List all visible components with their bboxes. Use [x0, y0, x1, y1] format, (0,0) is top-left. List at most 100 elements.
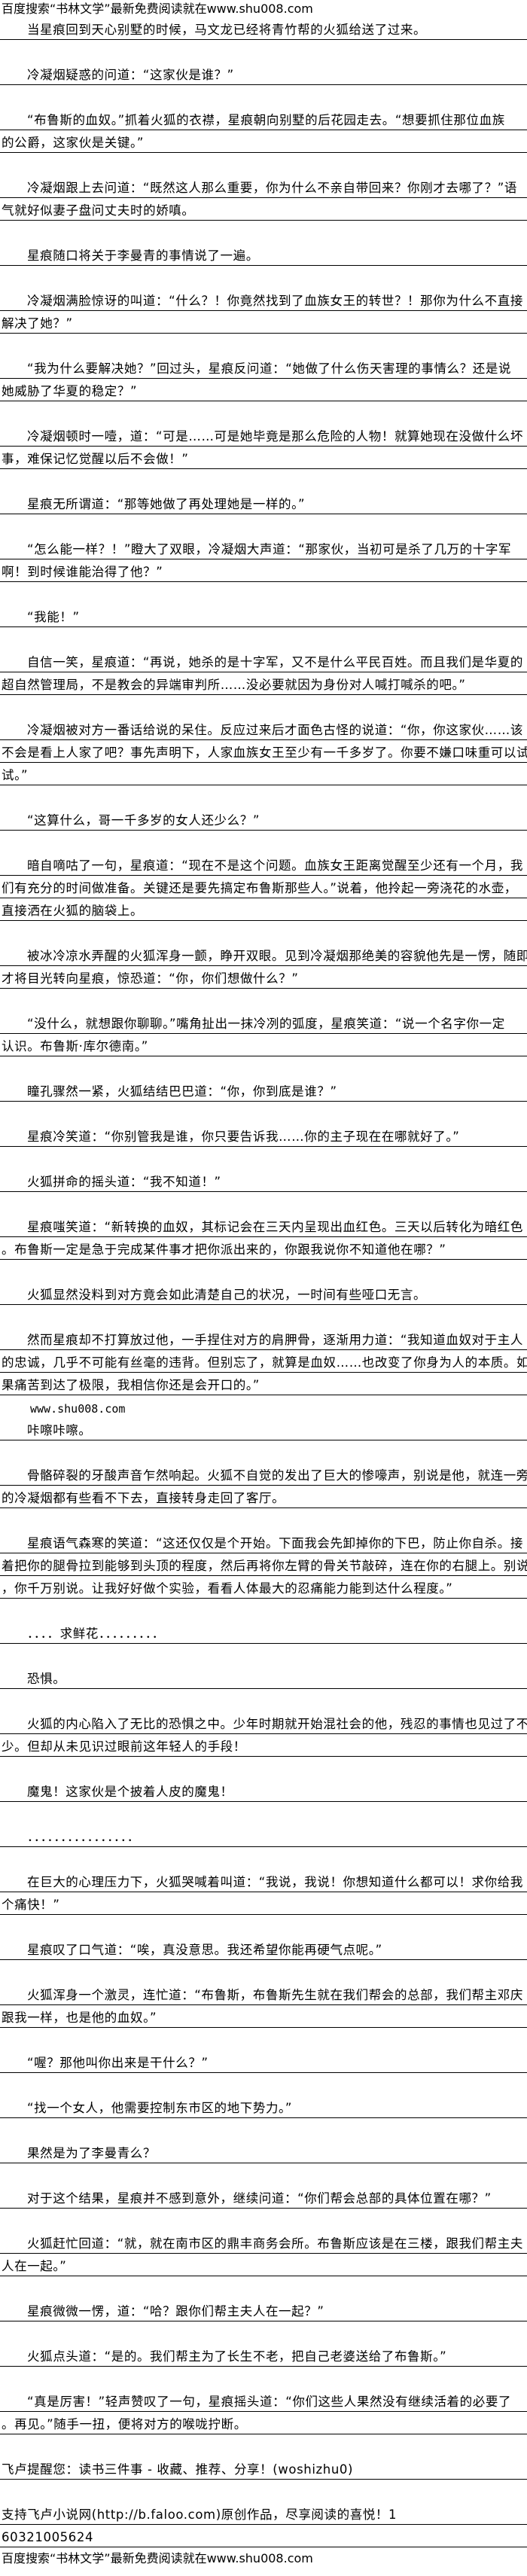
- paragraph-line: 火狐浑身一个激灵，连忙道：“布鲁斯，布鲁斯先生就在我们帮会的总部，我们帮主邓庆: [0, 1983, 527, 2005]
- paragraph-line: ，你千万别说。让我好好做个实验，看看人体最大的忍痛能力能到达什么程度。”: [0, 1576, 527, 1599]
- paragraph-line: 火狐赶忙回道：“就，就在南市区的鼎丰商务会所。布鲁斯应该是在三楼，跟我们帮主夫: [0, 2231, 527, 2254]
- paragraph-line: 咔嚓咔嚓。: [0, 1418, 527, 1440]
- paragraph-line: 支持飞卢小说网(http://b.faloo.com)原创作品，尽享阅读的喜悦！…: [0, 2502, 527, 2525]
- paragraph: 当星痕回到天心别墅的时候，马文龙已经将青竹帮的火狐给送了过来。: [0, 17, 527, 40]
- paragraph: 暗自嘀咕了一句，星痕道：“现在不是这个问题。血族女王距离觉醒至少还有一个月，我们…: [0, 853, 527, 921]
- paragraph-line: “找一个女人，他需要控制东市区的地下势力。”: [0, 2096, 527, 2118]
- paragraph: 星痕嗤笑道：“新转换的血奴，其标记会在三天内呈现出血红色。三天以后转化为暗红色。…: [0, 1215, 527, 1260]
- paragraph: 星痕无所谓道：“那等她做了再处理她是一样的。”: [0, 492, 527, 514]
- paragraph-line: 瞳孔骤然一紧，火狐结结巴巴道：“你，你到底是谁？”: [0, 1079, 527, 1102]
- paragraph-line: 在巨大的心理压力下，火狐哭喊着叫道：“我说，我说！你想知道什么都可以！求你给我: [0, 1870, 527, 1892]
- paragraph-line: “没什么，就想跟你聊聊。”嘴角扯出一抹冷冽的弧度，星痕笑道：“说一个名字你一定: [0, 1011, 527, 1034]
- paragraph-line: 骨骼碎裂的牙酸声音乍然响起。火狐不自觉的发出了巨大的惨嚎声，别说是他，就连一旁: [0, 1463, 527, 1486]
- paragraph: 星痕语气森寒的笑道：“这还仅仅是个开始。下面我会先卸掉你的下巴，防止你自杀。接着…: [0, 1531, 527, 1599]
- paragraph-line: 60321005624: [0, 2525, 527, 2547]
- paragraph: 火狐点头道：“是的。我们帮主为了长生不老，把自己老婆送给了布鲁斯。”: [0, 2344, 527, 2367]
- paragraph: 星痕叹了口气道：“唉，真没意思。我还希望你能再硬气点呢。”: [0, 1937, 527, 1960]
- paragraph: 火狐显然没料到对方竟会如此清楚自己的状况，一时间有些哑口无言。: [0, 1282, 527, 1305]
- paragraph: “我为什么要解决她？”回过头，星痕反问道：“她做了什么伤天害理的事情么？还是说她…: [0, 356, 527, 401]
- paragraph-line: 果痛苦到达了极限，我相信你还是会开口的。”: [0, 1373, 527, 1395]
- paragraph-line: 星痕嗤笑道：“新转换的血奴，其标记会在三天内呈现出血红色。三天以后转化为暗红色: [0, 1215, 527, 1237]
- paragraph: 自信一笑，星痕道：“再说，她杀的是十字军，又不是什么平民百姓。而且我们是华夏的超…: [0, 650, 527, 695]
- watermark-url: www.shu008.com: [30, 1402, 126, 1416]
- paragraph-line: 星痕冷笑道：“你别管我是谁，你只要告诉我……你的主子现在在哪就好了。”: [0, 1124, 527, 1147]
- paragraph: 冷凝烟满脸惊讶的叫道：“什么？！你竟然找到了血族女王的转世？！那你为什么不直接解…: [0, 288, 527, 334]
- paragraph: 火狐的内心陷入了无比的恐惧之中。少年时期就开始混社会的他，残忍的事情也见过了不少…: [0, 1712, 527, 1757]
- paragraph-line: 才将目光转向星痕，惊恐道：“你，你们想做什么？”: [0, 966, 527, 989]
- paragraph: 火狐浑身一个激灵，连忙道：“布鲁斯，布鲁斯先生就在我们帮会的总部，我们帮主邓庆跟…: [0, 1983, 527, 2028]
- paragraph-line: 跟我一样，也是他的血奴。”: [0, 2005, 527, 2028]
- paragraph: 对于这个结果，星痕并不感到意外，继续问道：“你们帮会总部的具体位置在哪？”: [0, 2186, 527, 2209]
- paragraph-line: 火狐的内心陷入了无比的恐惧之中。少年时期就开始混社会的他，残忍的事情也见过了不: [0, 1712, 527, 1734]
- site-banner-top: 百度搜索“书林文学”最新免费阅读就在www.shu008.com: [2, 2, 313, 16]
- paragraph-line: 的忠诚，几乎不可能有丝毫的违背。但别忘了，就算是血奴……也改变了你身为人的本质。…: [0, 1350, 527, 1373]
- paragraph: 星痕随口将关于李曼青的事情说了一遍。: [0, 243, 527, 266]
- paragraph-line: 冷凝烟疑惑的问道：“这家伙是谁？”: [0, 62, 527, 85]
- paragraph-line: 冷凝烟跟上去问道：“既然这人那么重要，你为什么不亲自带回来？你刚才去哪了？”语: [0, 175, 527, 198]
- paragraph: 果然是为了李曼青么？: [0, 2141, 527, 2163]
- paragraph: “这算什么，哥一千多岁的女人还少么？”: [0, 808, 527, 831]
- paragraph: “我能！”: [0, 605, 527, 627]
- paragraph: “真是厉害！”轻声赞叹了一句，星痕摇头道：“你们这些人果然没有继续活着的必要了。…: [0, 2389, 527, 2434]
- paragraph-line: 冷凝烟被对方一番话给说的呆住。反应过来后才面色古怪的说道：“你，你这家伙……该: [0, 718, 527, 740]
- paragraph-line: 自信一笑，星痕道：“再说，她杀的是十字军，又不是什么平民百姓。而且我们是华夏的: [0, 650, 527, 672]
- paragraph-line: 星痕叹了口气道：“唉，真没意思。我还希望你能再硬气点呢。”: [0, 1937, 527, 1960]
- paragraph-line: “喔？那他叫你出来是干什么？”: [0, 2050, 527, 2073]
- paragraph-line: 暗自嘀咕了一句，星痕道：“现在不是这个问题。血族女王距离觉醒至少还有一个月，我: [0, 853, 527, 876]
- paragraph: 在巨大的心理压力下，火狐哭喊着叫道：“我说，我说！你想知道什么都可以！求你给我个…: [0, 1870, 527, 1915]
- paragraph-line: 解决了她？”: [0, 311, 527, 334]
- paragraph: “怎么能一样？！”瞪大了双眼，冷凝烟大声道：“那家伙，当初可是杀了几万的十字军啊…: [0, 537, 527, 582]
- paragraph-line: 。再见。”随手一扭，便将对方的喉咙拧断。: [0, 2412, 527, 2434]
- paragraph-line: 魔鬼！这家伙是个披着人皮的魔鬼！: [0, 1779, 527, 1802]
- paragraph-line: 火狐显然没料到对方竟会如此清楚自己的状况，一时间有些哑口无言。: [0, 1282, 527, 1305]
- paragraph-line: 个痛快！”: [0, 1892, 527, 1915]
- paragraph-line: 冷凝烟顿时一噎，道：“可是……可是她毕竟是那么危险的人物！就算她现在没做什么坏: [0, 424, 527, 447]
- paragraph-line: 冷凝烟满脸惊讶的叫道：“什么？！你竟然找到了血族女王的转世？！那你为什么不直接: [0, 288, 527, 311]
- paragraph: 冷凝烟跟上去问道：“既然这人那么重要，你为什么不亲自带回来？你刚才去哪了？”语气…: [0, 175, 527, 221]
- paragraph-line: 星痕微微一愣，道：“哈？跟你们帮主夫人在一起？”: [0, 2299, 527, 2321]
- paragraph-line: 超自然管理局，不是教会的异端审判所……没必要就因为身份对人喊打喊杀的吧。”: [0, 672, 527, 695]
- paragraph-line: 不会是看上人家了吧？事先声明下，人家血族女王至少有一千多岁了。你要不嫌口味重可以…: [0, 740, 527, 763]
- paragraph-line: 恐惧。: [0, 1666, 527, 1689]
- paragraph-line: 火狐点头道：“是的。我们帮主为了长生不老，把自己老婆送给了布鲁斯。”: [0, 2344, 527, 2367]
- chapter-content: 当星痕回到天心别墅的时候，马文龙已经将青竹帮的火狐给送了过来。冷凝烟疑惑的问道：…: [0, 17, 527, 2547]
- paragraph: 冷凝烟被对方一番话给说的呆住。反应过来后才面色古怪的说道：“你，你这家伙……该不…: [0, 718, 527, 785]
- paragraph-line: ．．．．．．．．．．．．．．．．: [0, 1825, 527, 1847]
- paragraph-line: 。布鲁斯一定是急于完成某件事才把你派出来的，你跟我说你不知道他在哪？”: [0, 1237, 527, 1260]
- paragraph-line: “我能！”: [0, 605, 527, 627]
- paragraph-line: 果然是为了李曼青么？: [0, 2141, 527, 2163]
- paragraph-line: “真是厉害！”轻声赞叹了一句，星痕摇头道：“你们这些人果然没有继续活着的必要了: [0, 2389, 527, 2412]
- paragraph: “找一个女人，他需要控制东市区的地下势力。”: [0, 2096, 527, 2118]
- paragraph-line: 然而星痕却不打算放过他，一手捏住对方的肩胛骨，逐渐用力道：“我知道血奴对于主人: [0, 1328, 527, 1350]
- paragraph: 骨骼碎裂的牙酸声音乍然响起。火狐不自觉的发出了巨大的惨嚎声，别说是他，就连一旁的…: [0, 1463, 527, 1508]
- paragraph: ．．．．求鲜花．．．．．．．．．: [0, 1621, 527, 1644]
- paragraph-line: 直接洒在火狐的脑袋上。: [0, 898, 527, 921]
- paragraph-line: 被冰冷凉水弄醒的火狐浑身一颤，睁开双眼。见到冷凝烟那绝美的容貌他先是一愣，随即: [0, 944, 527, 966]
- paragraph: 被冰冷凉水弄醒的火狐浑身一颤，睁开双眼。见到冷凝烟那绝美的容貌他先是一愣，随即才…: [0, 944, 527, 989]
- paragraph-line: 的冷凝烟都有些看不下去，直接转身走回了客厅。: [0, 1486, 527, 1508]
- site-banner-bottom: 百度搜索“书林文学”最新免费阅读就在www.shu008.com: [2, 2551, 313, 2565]
- paragraph-line: 事，难保记忆觉醒以后不会做！”: [0, 447, 527, 469]
- paragraph: 咔嚓咔嚓。: [0, 1418, 527, 1440]
- paragraph-line: 星痕语气森寒的笑道：“这还仅仅是个开始。下面我会先卸掉你的下巴，防止你自杀。接: [0, 1531, 527, 1553]
- paragraph: 星痕冷笑道：“你别管我是谁，你只要告诉我……你的主子现在在哪就好了。”: [0, 1124, 527, 1147]
- paragraph: 火狐拼命的摇头道：“我不知道！”: [0, 1169, 527, 1192]
- paragraph: 冷凝烟顿时一噎，道：“可是……可是她毕竟是那么危险的人物！就算她现在没做什么坏事…: [0, 424, 527, 469]
- paragraph-line: “怎么能一样？！”瞪大了双眼，冷凝烟大声道：“那家伙，当初可是杀了几万的十字军: [0, 537, 527, 559]
- paragraph-line: 火狐拼命的摇头道：“我不知道！”: [0, 1169, 527, 1192]
- paragraph-line: “我为什么要解决她？”回过头，星痕反问道：“她做了什么伤天害理的事情么？还是说: [0, 356, 527, 379]
- paragraph: 恐惧。: [0, 1666, 527, 1689]
- paragraph-line: 试。”: [0, 763, 527, 785]
- paragraph: “没什么，就想跟你聊聊。”嘴角扯出一抹冷冽的弧度，星痕笑道：“说一个名字你一定认…: [0, 1011, 527, 1056]
- paragraph-line: 少。但却从未见识过眼前这年轻人的手段！: [0, 1734, 527, 1757]
- paragraph: 魔鬼！这家伙是个披着人皮的魔鬼！: [0, 1779, 527, 1802]
- paragraph-line: 认识。布鲁斯·库尔德南。”: [0, 1034, 527, 1056]
- paragraph: 火狐赶忙回道：“就，就在南市区的鼎丰商务会所。布鲁斯应该是在三楼，跟我们帮主夫人…: [0, 2231, 527, 2276]
- paragraph-line: 们有充分的时间做准备。关键还是要先搞定布鲁斯那些人。”说着，他拎起一旁浇花的水壶…: [0, 876, 527, 898]
- paragraph: 星痕微微一愣，道：“哈？跟你们帮主夫人在一起？”: [0, 2299, 527, 2321]
- paragraph: “喔？那他叫你出来是干什么？”: [0, 2050, 527, 2073]
- paragraph-line: “这算什么，哥一千多岁的女人还少么？”: [0, 808, 527, 831]
- paragraph: ．．．．．．．．．．．．．．．．: [0, 1825, 527, 1847]
- paragraph-line: 当星痕回到天心别墅的时候，马文龙已经将青竹帮的火狐给送了过来。: [0, 17, 527, 40]
- paragraph: 飞卢提醒您：读书三件事 - 收藏、推荐、分享！(woshizhu0): [0, 2457, 527, 2480]
